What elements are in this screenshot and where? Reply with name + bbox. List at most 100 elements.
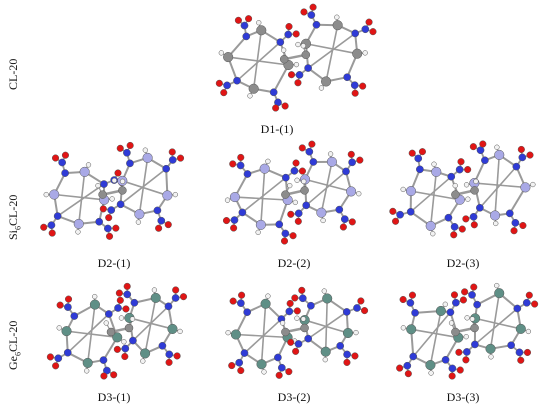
cage-atom	[79, 166, 90, 177]
nitrogen-atom	[518, 153, 527, 162]
hydrogen-atom	[400, 186, 406, 193]
oxygen-atom	[457, 158, 465, 166]
oxygen-atom	[123, 282, 131, 290]
caption-d2-3: D2-(3)	[446, 256, 480, 270]
hydrogen-atom	[353, 329, 359, 336]
hydrogen-atom	[140, 358, 146, 364]
hydrogen-atom	[300, 43, 306, 49]
nitrogen-atom	[481, 156, 489, 165]
bond	[252, 30, 263, 89]
nitrogen-atom	[104, 310, 113, 318]
hydrogen-atom	[488, 354, 494, 360]
hydrogen-atom	[224, 197, 231, 203]
carbon-atom	[118, 186, 127, 195]
nitrogen-atom	[411, 308, 419, 317]
oxygen-atom	[525, 291, 533, 299]
hydrogen-atom	[322, 357, 328, 363]
hydrogen-atom	[121, 339, 127, 345]
nitrogen-atom	[121, 344, 130, 353]
oxygen-atom	[347, 150, 355, 158]
oxygen-atom	[292, 347, 300, 355]
nitrogen-atom	[353, 304, 361, 312]
carbon-atom	[124, 323, 134, 333]
oxygen-atom	[298, 167, 306, 175]
nitrogen-atom	[99, 356, 108, 364]
cage-atom	[256, 25, 267, 36]
cage-atom	[405, 186, 417, 197]
hydrogen-atom	[430, 231, 436, 237]
nitrogen-atom	[64, 303, 72, 311]
cage-atom	[342, 327, 354, 339]
nitrogen-atom	[164, 302, 173, 311]
nitrogen-atom	[441, 355, 450, 364]
nitrogen-atom	[463, 348, 471, 356]
cage-atom	[520, 182, 531, 193]
hydrogen-atom	[279, 320, 286, 326]
nitrogen-atom	[468, 291, 476, 299]
cage-atom	[431, 166, 442, 177]
nitrogen-atom	[294, 340, 303, 348]
hydrogen-atom	[448, 320, 455, 326]
molecule-d3-3-svg	[396, 282, 539, 380]
nitrogen-atom	[455, 165, 464, 174]
nitrogen-atom	[114, 304, 122, 312]
nitrogen-atom	[58, 158, 66, 167]
hydrogen-atom	[103, 320, 109, 326]
nitrogen-atom	[165, 350, 174, 359]
bond	[138, 157, 149, 215]
hydrogen-atom	[75, 229, 81, 235]
nitrogen-atom	[416, 165, 424, 174]
oxygen-atom	[448, 372, 456, 380]
oxygen-atom	[462, 215, 470, 223]
hydrogen-atom	[334, 14, 340, 20]
cage-atom	[494, 149, 505, 160]
oxygen-atom	[172, 286, 180, 294]
carbon-atom	[281, 190, 290, 199]
oxygen-atom	[526, 151, 534, 159]
oxygen-atom	[517, 145, 525, 154]
nitrogen-atom	[223, 81, 231, 90]
oxygen-atom	[287, 210, 295, 218]
hydrogen-atom	[463, 334, 469, 340]
hydrogen-atom	[280, 47, 287, 53]
hydrogen-atom	[118, 315, 125, 321]
bond	[429, 310, 442, 366]
hydrogen-atom	[318, 85, 325, 91]
oxygen-atom	[281, 102, 289, 110]
oxygen-atom	[396, 364, 404, 372]
nitrogen-atom	[414, 154, 423, 163]
hydrogen-atom	[469, 316, 476, 322]
oxygen-atom	[289, 232, 297, 240]
carbon-atom	[300, 186, 309, 195]
cage-atom	[321, 76, 332, 87]
nitrogen-atom	[515, 348, 524, 357]
oxygen-atom	[408, 149, 416, 157]
cage-atom	[49, 189, 60, 200]
oxygen-atom	[228, 362, 236, 370]
oxygen-atom	[100, 372, 108, 380]
hydrogen-atom	[494, 282, 500, 289]
oxygen-atom	[234, 16, 242, 24]
oxygen-atom	[365, 18, 373, 26]
nitrogen-atom	[158, 341, 167, 350]
oxygen-atom	[399, 295, 407, 304]
oxygen-atom	[48, 229, 56, 237]
oxygen-atom	[450, 291, 459, 299]
oxygen-atom	[230, 224, 238, 232]
hydrogen-atom	[95, 182, 101, 189]
nitrogen-atom	[129, 336, 137, 345]
carbon-atom	[470, 186, 479, 195]
nitrogen-atom	[240, 21, 249, 30]
oxygen-atom	[455, 348, 463, 356]
nitrogen-atom	[340, 215, 349, 224]
nitrogen-atom	[350, 81, 359, 90]
hydrogen-atom	[428, 370, 434, 376]
nitrogen-atom	[444, 213, 453, 222]
bond	[260, 303, 267, 365]
caption-d1-1: D1-(1)	[260, 122, 294, 136]
oxygen-atom	[531, 300, 539, 308]
hydrogen-atom	[255, 229, 261, 236]
hydrogen-atom	[287, 182, 293, 189]
nitrogen-atom	[342, 308, 351, 316]
hydrogen-atom	[84, 368, 90, 374]
